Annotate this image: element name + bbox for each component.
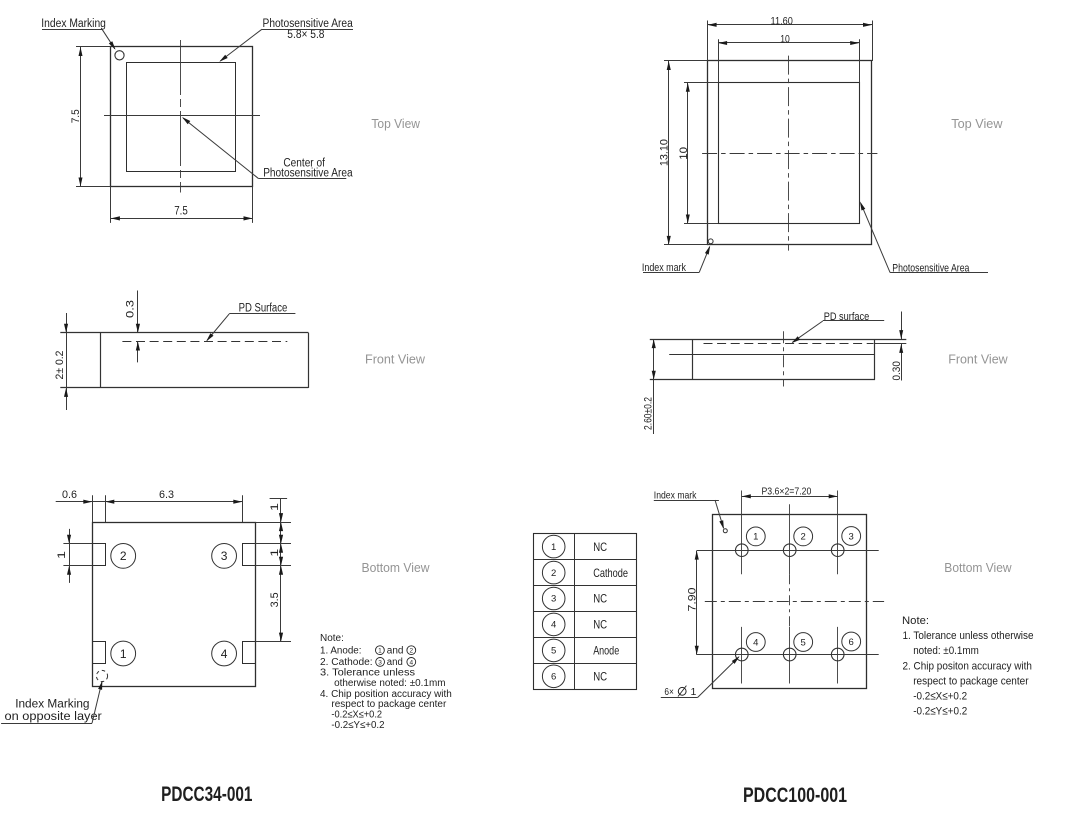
svg-text:Cathode: Cathode bbox=[593, 566, 628, 580]
svg-text:and: and bbox=[387, 657, 403, 668]
svg-text:10: 10 bbox=[780, 33, 790, 45]
svg-text:0.6: 0.6 bbox=[62, 489, 77, 501]
svg-text:2. Chip positon accuracy with: 2. Chip positon accuracy with bbox=[903, 661, 1032, 673]
svg-text:1: 1 bbox=[378, 648, 382, 655]
svg-text:5: 5 bbox=[801, 637, 806, 648]
svg-text:Front View: Front View bbox=[948, 353, 1008, 367]
svg-text:Bottom View: Bottom View bbox=[362, 561, 431, 575]
svg-text:2: 2 bbox=[120, 549, 127, 563]
svg-text:Top View: Top View bbox=[371, 117, 421, 131]
svg-text:on opposite layer: on opposite layer bbox=[5, 709, 102, 723]
svg-text:Anode: Anode bbox=[593, 644, 619, 658]
svg-text:6×: 6× bbox=[664, 686, 674, 698]
svg-text:11.60: 11.60 bbox=[771, 15, 793, 27]
svg-text:0.30: 0.30 bbox=[891, 361, 903, 380]
svg-text:3.5: 3.5 bbox=[269, 592, 281, 607]
svg-text:Photosensitive Area: Photosensitive Area bbox=[263, 18, 354, 30]
svg-text:1: 1 bbox=[753, 532, 758, 543]
svg-text:1. Tolerance unless otherwise: 1. Tolerance unless otherwise bbox=[903, 630, 1034, 642]
svg-text:Index Marking: Index Marking bbox=[41, 18, 106, 30]
svg-text:1: 1 bbox=[269, 503, 281, 511]
svg-text:NC: NC bbox=[593, 618, 607, 632]
svg-text:NC: NC bbox=[593, 670, 607, 684]
svg-text:0.3: 0.3 bbox=[125, 300, 137, 318]
svg-text:4: 4 bbox=[753, 637, 758, 648]
svg-text:7.90: 7.90 bbox=[687, 588, 699, 612]
svg-text:-0.2≤Y≤+0.2: -0.2≤Y≤+0.2 bbox=[913, 705, 967, 717]
svg-text:respect to package center: respect to package center bbox=[913, 676, 1029, 688]
svg-text:otherwise noted: ±0.1mm: otherwise noted: ±0.1mm bbox=[334, 678, 445, 689]
svg-text:1. Anode:: 1. Anode: bbox=[320, 645, 362, 656]
svg-text:Center of: Center of bbox=[283, 158, 325, 170]
svg-text:2. Cathode:: 2. Cathode: bbox=[320, 657, 373, 668]
svg-text:3: 3 bbox=[378, 659, 382, 666]
svg-text:PD Surface: PD Surface bbox=[239, 302, 288, 314]
svg-text:1: 1 bbox=[120, 647, 127, 661]
svg-text:10: 10 bbox=[678, 147, 690, 160]
svg-text:Photosensitive Area: Photosensitive Area bbox=[892, 262, 970, 274]
svg-text:Note:: Note: bbox=[320, 633, 344, 644]
svg-text:4: 4 bbox=[221, 647, 228, 661]
svg-text:2± 0.2: 2± 0.2 bbox=[54, 351, 66, 380]
svg-text:5: 5 bbox=[551, 646, 556, 657]
svg-text:7.5: 7.5 bbox=[70, 109, 82, 123]
svg-text:Front View: Front View bbox=[365, 353, 426, 367]
svg-text:6: 6 bbox=[551, 672, 556, 683]
svg-text:13.10: 13.10 bbox=[659, 139, 671, 166]
svg-text:6.3: 6.3 bbox=[159, 489, 174, 501]
svg-text:6: 6 bbox=[849, 637, 854, 648]
svg-text:3: 3 bbox=[221, 549, 228, 563]
svg-text:Bottom View: Bottom View bbox=[944, 561, 1012, 575]
svg-text:1: 1 bbox=[691, 686, 697, 698]
svg-text:1: 1 bbox=[269, 549, 281, 557]
svg-text:-0.2≤X≤+0.2: -0.2≤X≤+0.2 bbox=[913, 691, 967, 703]
svg-text:PDCC100-001: PDCC100-001 bbox=[743, 783, 847, 807]
svg-text:3: 3 bbox=[849, 531, 854, 542]
svg-text:2: 2 bbox=[409, 648, 413, 655]
svg-text:2: 2 bbox=[551, 568, 556, 579]
svg-text:Top View: Top View bbox=[951, 117, 1003, 131]
svg-text:1: 1 bbox=[551, 542, 556, 553]
svg-text:Index mark: Index mark bbox=[654, 489, 697, 501]
svg-text:respect to package center: respect to package center bbox=[331, 699, 447, 710]
svg-text:noted: ±0.1mm: noted: ±0.1mm bbox=[913, 645, 979, 657]
svg-text:Photosensitive Area: Photosensitive Area bbox=[263, 168, 353, 180]
svg-text:4. Chip position accuracy with: 4. Chip position accuracy with bbox=[320, 689, 452, 700]
svg-text:NC: NC bbox=[593, 540, 607, 554]
svg-text:3. Tolerance unless: 3. Tolerance unless bbox=[320, 668, 415, 679]
svg-text:Index mark: Index mark bbox=[642, 262, 686, 274]
svg-text:-0.2≤Y≤+0.2: -0.2≤Y≤+0.2 bbox=[331, 720, 385, 731]
svg-text:7.5: 7.5 bbox=[174, 204, 188, 218]
svg-text:-0.2≤X≤+0.2: -0.2≤X≤+0.2 bbox=[331, 710, 382, 721]
svg-text:2: 2 bbox=[801, 532, 806, 543]
svg-text:PDCC34-001: PDCC34-001 bbox=[161, 782, 252, 806]
svg-text:3: 3 bbox=[551, 594, 556, 605]
svg-text:2.60±0.2: 2.60±0.2 bbox=[643, 397, 655, 430]
svg-text:NC: NC bbox=[593, 592, 607, 606]
svg-text:5.8× 5.8: 5.8× 5.8 bbox=[287, 29, 324, 41]
svg-text:4: 4 bbox=[551, 620, 556, 631]
svg-text:and: and bbox=[387, 645, 404, 656]
svg-text:Note:: Note: bbox=[902, 615, 929, 627]
svg-text:1: 1 bbox=[56, 551, 68, 559]
svg-text:4: 4 bbox=[409, 659, 413, 666]
svg-text:PD surface: PD surface bbox=[824, 311, 870, 323]
svg-text:Index Marking: Index Marking bbox=[15, 696, 89, 710]
svg-text:P3.6×2=7.20: P3.6×2=7.20 bbox=[761, 486, 811, 498]
